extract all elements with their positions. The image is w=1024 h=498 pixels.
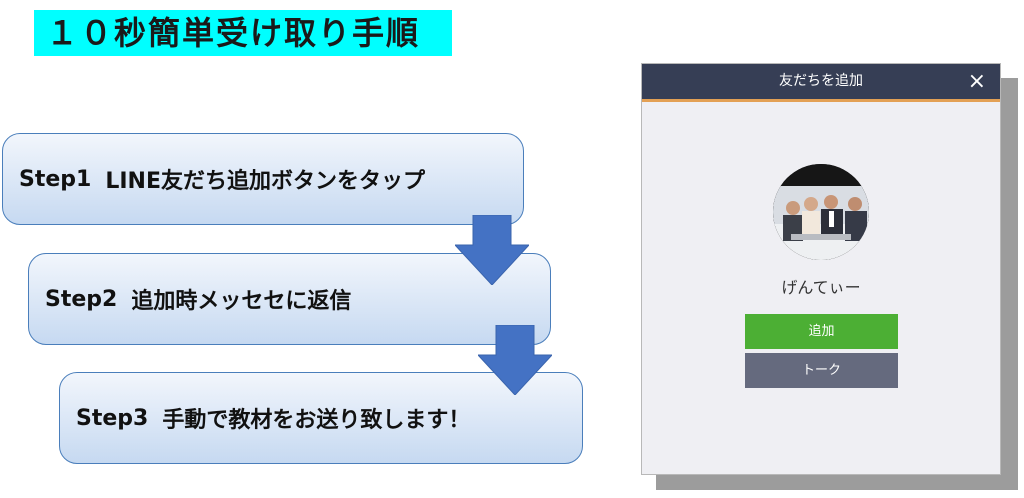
talk-button[interactable]: トーク (745, 353, 898, 388)
profile-photo (773, 164, 869, 260)
add-friend-dialog: 友だちを追加 × げんてぃー 追加 トーク (641, 63, 1001, 475)
close-icon[interactable]: × (967, 69, 986, 94)
down-arrow-icon (478, 325, 552, 395)
step-1-text: LINE友だち追加ボタンをタップ (105, 169, 425, 194)
step-1-number: Step1 (19, 166, 92, 192)
add-friend-button[interactable]: 追加 (745, 314, 898, 349)
page-title: １０秒簡単受け取り手順 (34, 10, 452, 56)
profile-name: げんてぃー (781, 278, 861, 297)
step-3-text: 手動で教材をお送り致します！ (162, 408, 471, 433)
step-2-text: 追加時メッセセに返信 (131, 289, 352, 314)
step-1-box: Step1 LINE友だち追加ボタンをタップ (2, 133, 524, 225)
step-3-box: Step3 手動で教材をお送り致します！ (59, 372, 583, 464)
avatar (773, 164, 869, 260)
step-3-number: Step3 (76, 405, 149, 431)
step-2-box: Step2 追加時メッセセに返信 (28, 253, 551, 345)
dialog-header: 友だちを追加 × (642, 64, 1000, 102)
step-2-number: Step2 (45, 286, 118, 312)
dialog-title: 友だちを追加 (779, 73, 863, 89)
down-arrow-icon (455, 215, 529, 285)
